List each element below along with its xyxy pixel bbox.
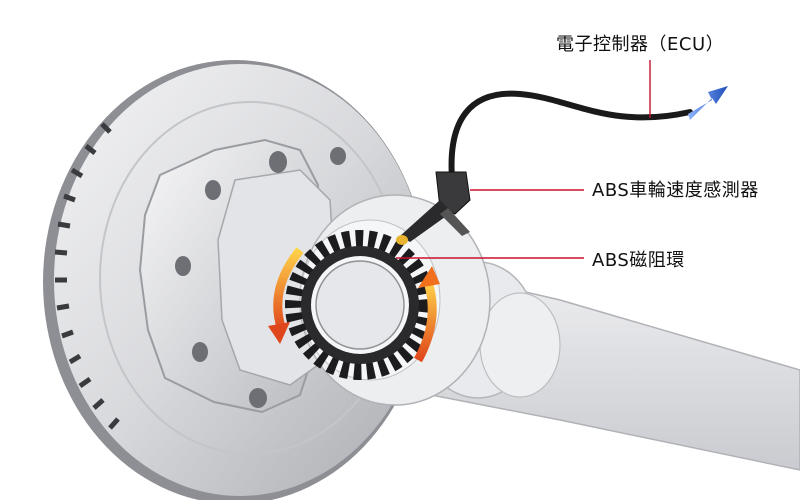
rotation-arrow-icon [268,247,440,363]
tone-ring [285,230,435,380]
label-ecu: 電子控制器（ECU） [556,34,725,55]
disc-vent-slots [54,122,120,430]
label-tone-ring: ABS磁阻環 [592,250,685,271]
sensor-cable [448,90,693,181]
arrow-right-up-icon [688,86,728,120]
label-wheel-speed-sensor: ABS車輪速度感測器 [592,180,759,201]
leader-lines [396,60,651,259]
bolt-holes [175,147,346,408]
wheel-speed-sensor [396,171,471,245]
